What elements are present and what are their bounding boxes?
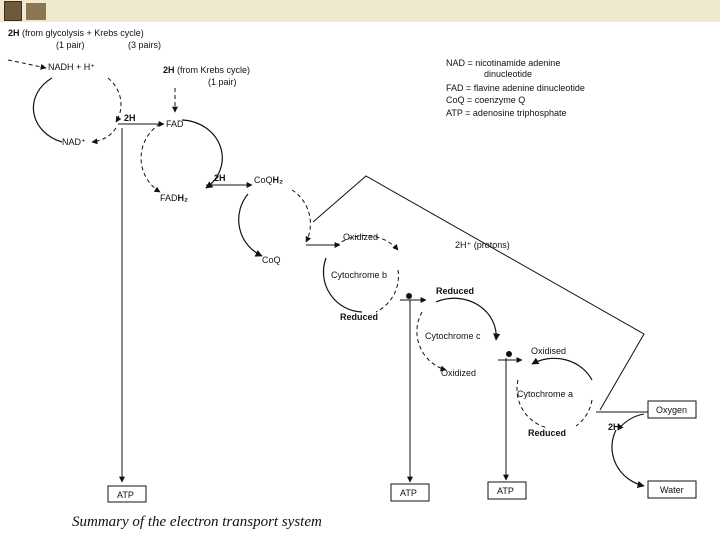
oxygen-box (647, 400, 697, 419)
book-icon (4, 1, 22, 21)
coq-label: CoQ (262, 255, 281, 265)
header-pair2: (3 pairs) (128, 40, 161, 50)
cyt-b-top: Oxidized (343, 232, 378, 242)
oxygen-arrow (617, 413, 645, 431)
cytochrome-a-cycle: Oxidised Cytochrome a Reduced (516, 346, 593, 438)
cyt-c-top: Reduced (436, 286, 474, 296)
cytochrome-b-cycle: Oxidized Cytochrome b Reduced (322, 232, 399, 322)
water-box (647, 480, 697, 499)
nad-cycle: NADH + H⁺ NAD⁺ (7, 59, 122, 147)
atp-marker-1 (406, 293, 412, 299)
protons-label: 2H⁺ (protons) (455, 240, 510, 250)
oxygen-2h-label: 2H (608, 422, 620, 432)
krebs-label: 2H (from Krebs cycle) (163, 65, 250, 75)
transfer-label-2: 2H (214, 173, 226, 183)
proton-loop (312, 175, 645, 411)
cyt-b-bottom: Reduced (340, 312, 378, 322)
water-arrow (611, 429, 645, 489)
cyt-a-bottom: Reduced (528, 428, 566, 438)
cytochrome-c-cycle: Reduced Cytochrome c Oxidized (416, 286, 501, 378)
cyt-b-center: Cytochrome b (331, 270, 387, 280)
top-banner (0, 0, 720, 22)
nadh-label: NADH + H⁺ (48, 62, 95, 72)
figure-caption: Summary of the electron transport system (72, 514, 322, 530)
atp-label-3: ATP (497, 486, 514, 496)
atp-label-2: ATP (400, 488, 417, 498)
book-icon (26, 3, 46, 20)
water-label: Water (660, 485, 684, 495)
atp-marker-2 (506, 351, 512, 357)
krebs-pair: (1 pair) (208, 77, 237, 87)
coqh2-label: CoQH₂ (254, 175, 283, 185)
legend-fad: FAD = flavine adenine dinucleotide (446, 83, 585, 93)
legend-coq: CoQ = coenzyme Q (446, 95, 525, 105)
coq-cycle: CoQH₂ CoQ (238, 175, 312, 265)
legend-atp: ATP = adenosine triphosphate (446, 108, 567, 118)
transfer-label-1: 2H (124, 113, 136, 123)
fadh2-label: FADH₂ (160, 193, 188, 203)
cyt-a-top: Oxidised (531, 346, 566, 356)
legend-nad-cont: dinucleotide (484, 69, 532, 79)
fad-cycle: FAD FADH₂ (140, 119, 223, 203)
atp-box-3 (487, 481, 527, 500)
atp-box-2 (390, 483, 430, 502)
header-pair1: (1 pair) (56, 40, 85, 50)
cyt-c-bottom: Oxidized (441, 368, 476, 378)
nad-label: NAD⁺ (62, 137, 86, 147)
atp-box-1 (107, 485, 147, 503)
header-line1: 2H (from glycolysis + Krebs cycle) (8, 28, 144, 38)
legend-nad: NAD = nicotinamide adenine (446, 58, 560, 68)
oxygen-label: Oxygen (656, 405, 687, 415)
fad-label: FAD (166, 119, 184, 129)
cyt-a-center: Cytochrome a (517, 389, 573, 399)
atp-label-1: ATP (117, 490, 134, 500)
cyt-c-center: Cytochrome c (425, 331, 481, 341)
